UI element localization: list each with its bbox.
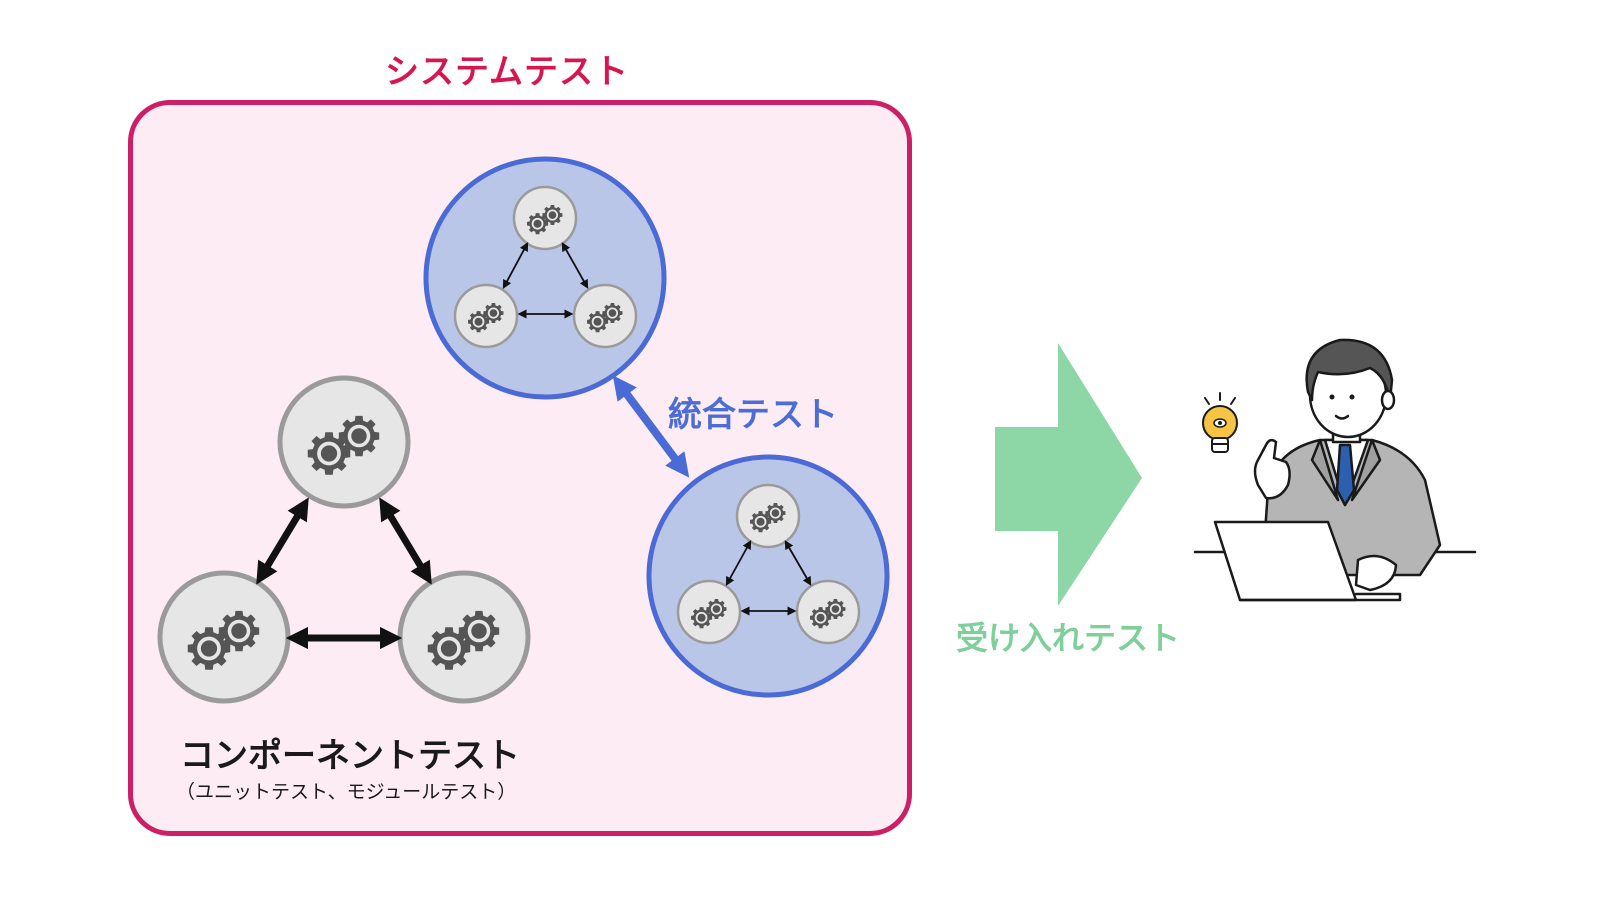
module-node (676, 579, 742, 645)
lightbulb-icon (1202, 392, 1238, 453)
module-node (572, 283, 638, 349)
module-node (795, 579, 861, 645)
component-cluster (157, 375, 531, 704)
component-node (277, 375, 411, 509)
integration-cluster-bottom (646, 454, 890, 698)
module-node (453, 283, 519, 349)
double-arrow-icon (379, 497, 432, 585)
integration-test-label: 統合テスト (668, 395, 838, 435)
module-node (735, 483, 801, 549)
businessman-illustration (1193, 338, 1477, 602)
component-node (157, 570, 291, 704)
component-test-label: コンポーネントテスト (180, 736, 520, 776)
integration-double-arrow-icon (612, 375, 690, 478)
acceptance-test-label: 受け入れテスト (956, 619, 1181, 657)
integration-cluster-top (423, 156, 667, 400)
double-arrow-icon (256, 497, 309, 585)
double-arrow-icon (561, 242, 589, 289)
module-node (512, 185, 578, 251)
component-node (397, 570, 531, 704)
component-test-sublabel: （ユニットテスト、モジュールテスト） (176, 781, 517, 803)
big-right-arrow-icon (995, 343, 1142, 606)
double-arrow-icon (502, 242, 529, 289)
double-arrow-icon (725, 540, 752, 586)
system-test-title: システムテスト (385, 52, 629, 92)
double-arrow-icon (784, 540, 812, 586)
